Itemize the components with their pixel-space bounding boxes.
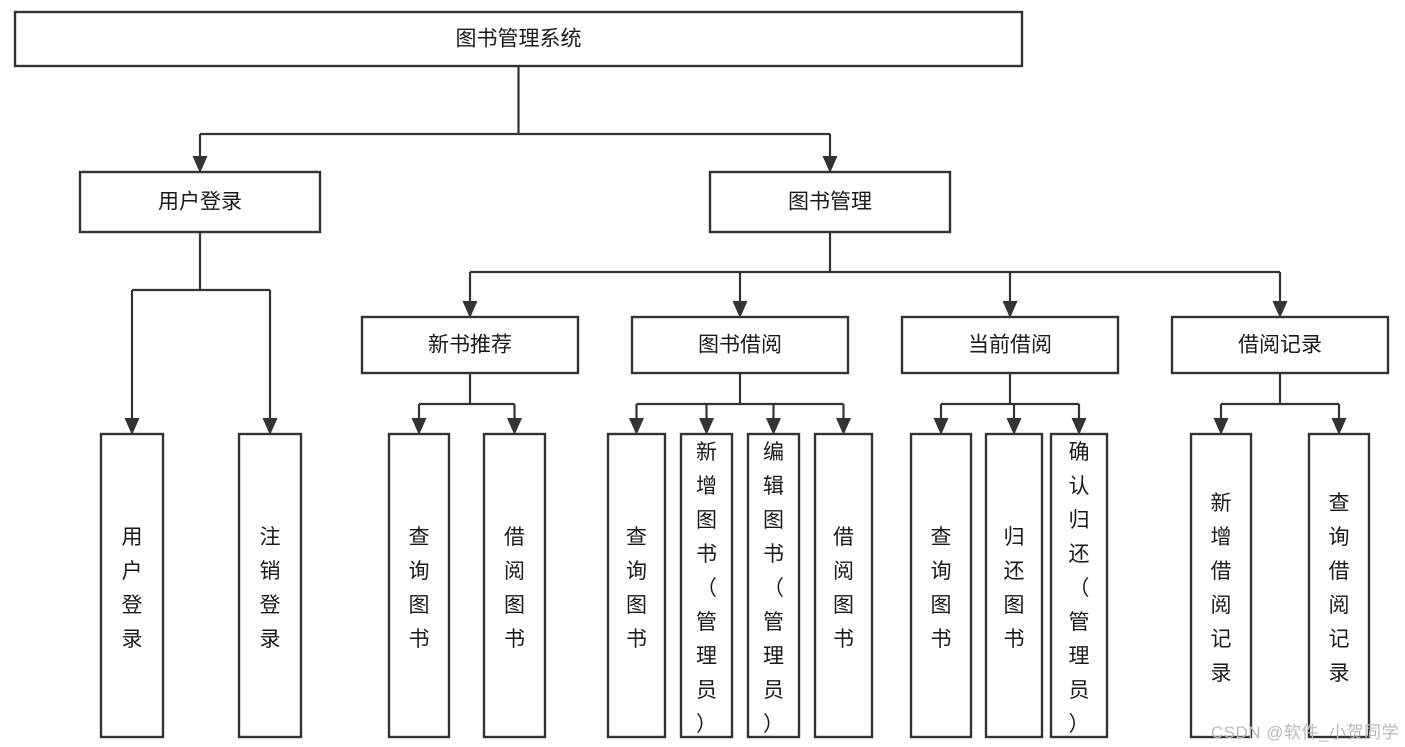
arrow-head-icon [124, 418, 140, 435]
edge-group-from-borrow-record [1213, 373, 1347, 435]
node-user-login[interactable]: 用户登录 [78, 170, 322, 234]
node-leaf-borrow-book-2[interactable]: 借阅图书 [813, 432, 874, 739]
arrow-head-icon [836, 418, 851, 435]
node-book-manage-box[interactable] [708, 170, 952, 234]
edge-group-from-user-login [124, 232, 278, 435]
node-leaf-add-record[interactable]: 新增借阅记录 [1189, 432, 1253, 739]
node-root-图书管理系统-box[interactable] [13, 10, 1024, 68]
node-root-图书管理系统[interactable]: 图书管理系统 [13, 10, 1024, 68]
node-leaf-user-login-box[interactable] [99, 432, 165, 739]
node-leaf-query-book-2[interactable]: 查询图书 [606, 432, 667, 739]
node-leaf-add-book-box[interactable] [679, 432, 734, 739]
node-leaf-query-book-3-label: 查询图书 [931, 526, 952, 651]
arrow-head-icon [1002, 301, 1018, 318]
node-root-图书管理系统-label: 图书管理系统 [456, 28, 582, 51]
node-leaf-query-book-3-box[interactable] [909, 432, 973, 739]
node-leaf-return-book-label: 归还图书 [1004, 526, 1025, 651]
arrow-head-icon [1272, 301, 1288, 318]
node-leaf-borrow-book-1-box[interactable] [482, 432, 547, 739]
arrow-head-icon [462, 301, 478, 318]
node-leaf-borrow-book-1[interactable]: 借阅图书 [482, 432, 547, 739]
node-leaf-query-record-box[interactable] [1307, 432, 1371, 739]
node-leaf-query-book-1[interactable]: 查询图书 [387, 432, 451, 739]
node-current-borrow[interactable]: 当前借阅 [900, 315, 1120, 375]
arrow-head-icon [732, 301, 748, 318]
node-leaf-add-record-label: 新增借阅记录 [1211, 492, 1232, 685]
node-leaf-query-book-1-box[interactable] [387, 432, 451, 739]
node-leaf-query-record[interactable]: 查询借阅记录 [1307, 432, 1371, 739]
node-leaf-query-book-1-label: 查询图书 [409, 526, 430, 651]
node-new-book-rec-label: 新书推荐 [428, 334, 512, 357]
edge-group-from-book-borrow [629, 373, 851, 435]
node-leaf-borrow-book-2-box[interactable] [813, 432, 874, 739]
node-leaf-logout-label: 注销登录 [260, 526, 281, 651]
node-user-login-box[interactable] [78, 170, 322, 234]
arrow-head-icon [1213, 418, 1229, 435]
edge-group-from-current-borrow [933, 373, 1087, 435]
node-leaf-borrow-book-2-label: 借阅图书 [833, 526, 854, 651]
arrow-head-icon [629, 418, 644, 435]
node-book-manage[interactable]: 图书管理 [708, 170, 952, 234]
node-leaf-return-book-box[interactable] [984, 432, 1044, 739]
nodes-layer: 图书管理系统用户登录图书管理新书推荐图书借阅当前借阅借阅记录用户登录注销登录查询… [13, 10, 1390, 739]
arrow-head-icon [507, 418, 522, 435]
node-leaf-confirm-return-box[interactable] [1049, 432, 1109, 739]
arrow-head-icon [1331, 418, 1347, 435]
node-new-book-rec-box[interactable] [360, 315, 580, 375]
arrow-head-icon [411, 418, 427, 435]
node-leaf-query-book-2-box[interactable] [606, 432, 667, 739]
node-leaf-edit-book-label: 编辑图书（管理员） [763, 441, 784, 736]
node-user-login-label: 用户登录 [158, 191, 242, 214]
node-current-borrow-label: 当前借阅 [968, 334, 1052, 357]
node-book-manage-label: 图书管理 [788, 191, 872, 214]
arrow-head-icon [1006, 418, 1022, 435]
arrow-head-icon [822, 156, 838, 173]
arrow-head-icon [766, 418, 781, 435]
node-leaf-confirm-return[interactable]: 确认归还（管理员） [1049, 432, 1109, 739]
node-leaf-confirm-return-label: 确认归还（管理员） [1069, 441, 1090, 736]
arrow-head-icon [262, 418, 278, 435]
node-book-borrow-box[interactable] [630, 315, 850, 375]
node-current-borrow-box[interactable] [900, 315, 1120, 375]
edge-group-from-book-manage [462, 232, 1288, 318]
node-leaf-add-book-label: 新增图书（管理员） [696, 441, 717, 736]
node-leaf-user-login[interactable]: 用户登录 [99, 432, 165, 739]
node-leaf-logout-box[interactable] [237, 432, 303, 739]
edges-layer [124, 66, 1347, 435]
arrow-head-icon [192, 156, 208, 173]
node-leaf-edit-book-box[interactable] [746, 432, 801, 739]
node-leaf-logout[interactable]: 注销登录 [237, 432, 303, 739]
node-book-borrow-label: 图书借阅 [698, 334, 782, 357]
node-borrow-record-label: 借阅记录 [1238, 334, 1322, 357]
arrow-head-icon [699, 418, 714, 435]
node-leaf-query-book-3[interactable]: 查询图书 [909, 432, 973, 739]
arrow-head-icon [933, 418, 949, 435]
edge-group-from-root [192, 66, 838, 173]
node-leaf-query-book-2-label: 查询图书 [626, 526, 647, 651]
node-book-borrow[interactable]: 图书借阅 [630, 315, 850, 375]
node-leaf-add-record-box[interactable] [1189, 432, 1253, 739]
node-leaf-user-login-label: 用户登录 [122, 526, 143, 651]
node-borrow-record-box[interactable] [1170, 315, 1390, 375]
arrow-head-icon [1071, 418, 1087, 435]
node-leaf-edit-book[interactable]: 编辑图书（管理员） [746, 432, 801, 739]
node-leaf-borrow-book-1-label: 借阅图书 [504, 526, 525, 651]
edge-group-from-new-book-rec [411, 373, 522, 435]
node-leaf-query-record-label: 查询借阅记录 [1329, 492, 1350, 685]
node-leaf-return-book[interactable]: 归还图书 [984, 432, 1044, 739]
node-leaf-add-book[interactable]: 新增图书（管理员） [679, 432, 734, 739]
node-borrow-record[interactable]: 借阅记录 [1170, 315, 1390, 375]
node-new-book-rec[interactable]: 新书推荐 [360, 315, 580, 375]
